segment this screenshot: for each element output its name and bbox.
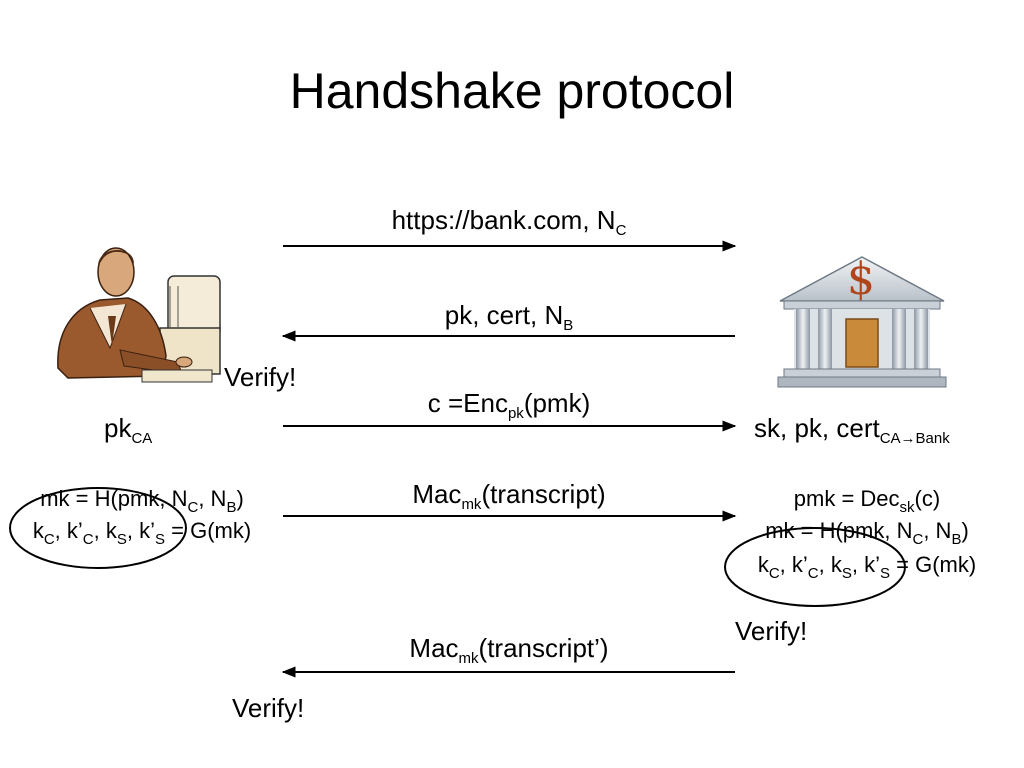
server-verify: Verify! [735,616,808,646]
message-1-label: https://bank.com, NC [391,205,627,239]
bank-building-icon [777,256,947,388]
message-4-label: Macmk(transcript) [412,479,606,513]
server-keys-circle [724,527,906,607]
message-5-label: Macmk(transcript’) [409,633,609,667]
client-verify-2: Verify! [232,693,305,723]
slide-title: Handshake protocol [289,63,735,119]
dollar-sign-icon: $ [847,254,875,305]
client-public-key: pkCA [104,413,153,447]
client-verify-1: Verify! [224,362,297,392]
client-keys-circle [9,487,187,569]
server-master-key-line: mk = H(pmk, NC, NB) [765,518,969,548]
server-keys: sk, pk, certCA→Bank [754,413,950,447]
message-2-label: pk, cert, NB [444,300,574,334]
client-session-keys-line: kC, k’C, kS, k’S = G(mk) [32,518,252,548]
message-3-label: c =Encpk(pmk) [427,388,591,422]
server-premaster-line: pmk = Decsk(c) [793,486,941,516]
person-at-computer-icon [57,247,221,383]
client-master-key-line: mk = H(pmk, NC, NB) [40,486,244,516]
server-session-keys-line: kC, k’C, kS, k’S = G(mk) [757,552,977,582]
